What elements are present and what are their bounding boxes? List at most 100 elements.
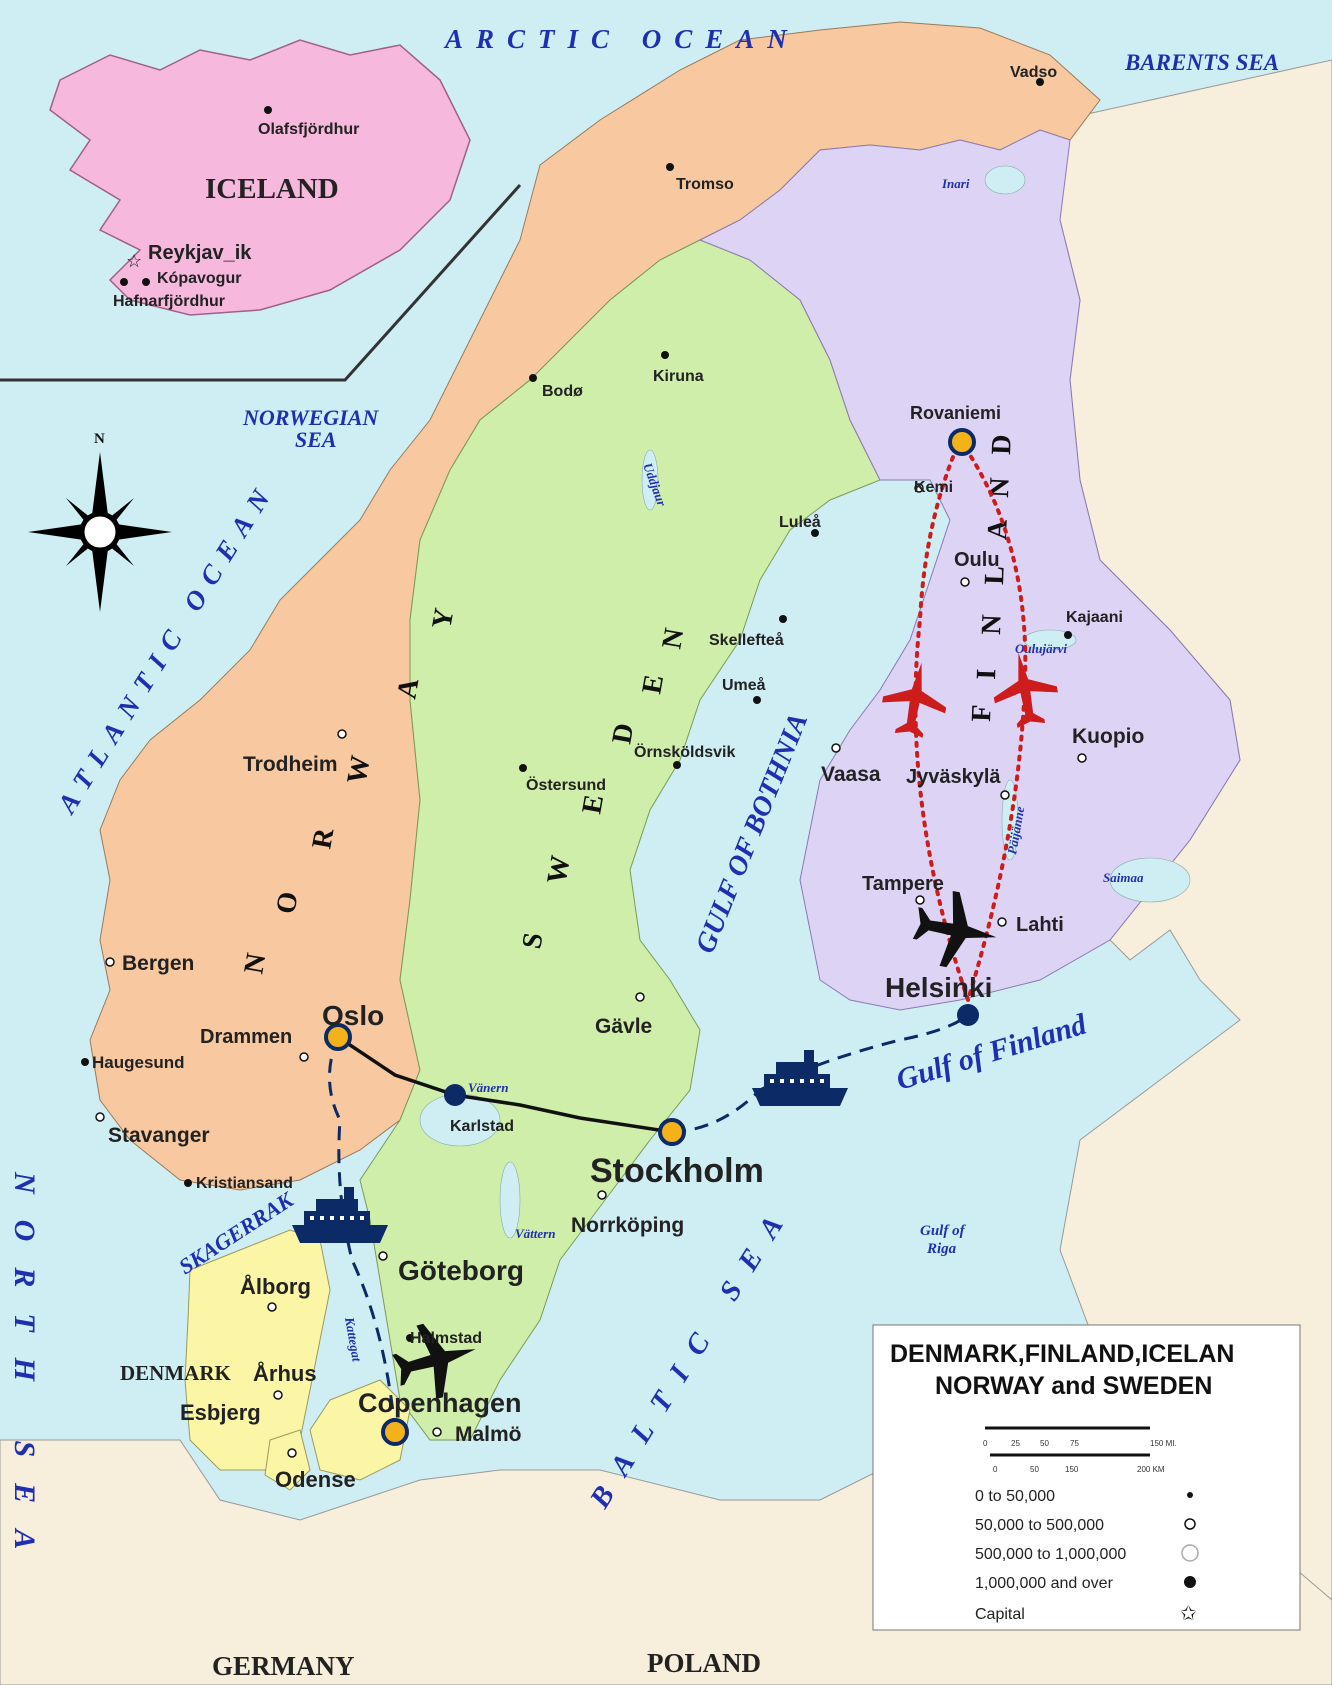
city-label: Tromso	[676, 176, 734, 193]
legend-capital: Capital	[975, 1606, 1025, 1623]
finland-letter: N	[984, 477, 1016, 498]
ocean-label-riga-1: Gulf of	[920, 1223, 967, 1239]
ocean-label-norwegian-2: SEA	[295, 427, 337, 452]
scale-mi-tick: 50	[1040, 1439, 1049, 1448]
legend-pop-3: 500,000 to 1,000,000	[975, 1546, 1126, 1563]
route-stop-oslo	[324, 1023, 352, 1051]
city-dots	[81, 78, 1072, 1342]
city-label: Vaasa	[821, 763, 881, 786]
scale-mi-tick: 150 MI.	[1150, 1439, 1177, 1448]
black-plane-icon	[912, 891, 997, 968]
city-ring	[267, 1302, 277, 1312]
city-label: Århus	[253, 1360, 317, 1386]
city-label: Oslo	[322, 1000, 384, 1031]
iceland-inset-frame	[0, 183, 522, 382]
red-plane-icon	[993, 652, 1058, 728]
finland-letter: F	[966, 704, 998, 722]
city-label: Stockholm	[590, 1152, 764, 1190]
legend-capital-star-icon: ✩	[1180, 1603, 1197, 1625]
ocean-label-arctic: ARCTIC OCEAN	[443, 24, 800, 54]
city-label: Stavanger	[108, 1124, 210, 1147]
city-dot	[666, 163, 674, 171]
route-ferry-stockholm-helsinki	[671, 1013, 969, 1134]
country-label-poland: POLAND	[647, 1648, 761, 1678]
finland-letter: D	[986, 434, 1018, 455]
finland-letter: N	[976, 614, 1008, 635]
city-ring	[299, 1052, 309, 1062]
ocean-label-riga-2: Riga	[926, 1241, 957, 1257]
compass-north-label: N	[94, 431, 105, 447]
finland-letters: F I N L A N D	[966, 434, 1018, 722]
lake-vattern	[499, 1161, 521, 1239]
scale-mi-tick: 75	[1070, 1439, 1079, 1448]
red-plane-icon	[882, 662, 947, 738]
black-plane-icon	[392, 1323, 476, 1400]
ocean-label-norwegian-1: NORWEGIAN	[242, 405, 379, 430]
city-label: Norrköping	[571, 1214, 684, 1237]
legend: DENMARK,FINLAND,ICELAN NORWAY and SWEDEN…	[872, 1324, 1301, 1631]
ferry-ship-icon	[292, 1187, 388, 1243]
city-dot	[753, 696, 761, 704]
norway-letter: O	[270, 889, 304, 916]
route-stop-copenhagen	[381, 1418, 409, 1446]
city-label: Ålborg	[240, 1273, 311, 1299]
finland-letter: I	[971, 668, 1002, 680]
lake-saimaa	[1109, 857, 1191, 903]
city-label: Drammen	[200, 1026, 292, 1048]
scale-mi-tick: 25	[1011, 1439, 1020, 1448]
legend-pop-1: 0 to 50,000	[975, 1488, 1055, 1505]
city-label: Rovaniemi	[910, 403, 1001, 423]
city-label: Esbjerg	[180, 1400, 261, 1425]
city-dot	[779, 615, 787, 623]
city-ring	[1000, 790, 1010, 800]
legend-symbol-double-ring	[1181, 1544, 1199, 1562]
city-ring	[960, 577, 970, 587]
city-label: Hafnarfjördhur	[113, 293, 225, 310]
city-dot	[142, 278, 150, 286]
scale-km-tick: 150	[1065, 1465, 1079, 1474]
city-ring	[337, 729, 347, 739]
city-dot	[661, 351, 669, 359]
city-label: Kuopio	[1072, 725, 1144, 748]
city-label: Tampere	[862, 873, 944, 895]
city-dot	[529, 374, 537, 382]
lake-label-inari: Inari	[941, 176, 970, 191]
city-ring	[914, 483, 924, 493]
city-dot	[811, 529, 819, 537]
sweden-letter: W	[541, 853, 576, 886]
city-ring	[915, 895, 925, 905]
city-label: Copenhagen	[358, 1388, 522, 1418]
ferry-ship-icon	[752, 1050, 848, 1106]
city-label: Kristiansand	[196, 1175, 293, 1192]
lake-label-vanern: Vänern	[468, 1080, 508, 1095]
city-dot	[519, 764, 527, 772]
city-label: Haugesund	[92, 1053, 185, 1072]
city-dot	[406, 1334, 414, 1342]
lake-inari	[984, 165, 1026, 195]
scale-km-tick: 0	[993, 1465, 998, 1474]
city-ring	[997, 917, 1007, 927]
legend-box	[872, 1324, 1301, 1631]
city-label: Kiruna	[653, 368, 704, 385]
legend-pop-4: 1,000,000 and over	[975, 1575, 1114, 1592]
city-label: Örnsköldsvik	[634, 742, 735, 761]
city-label: Göteborg	[398, 1255, 524, 1286]
city-dot	[81, 1058, 89, 1066]
city-label: Skellefteå	[709, 631, 784, 649]
zealand-island	[309, 1379, 411, 1481]
sweden-letter: E	[576, 792, 610, 816]
city-label: Vadso	[1010, 64, 1057, 81]
norway-letters: N O R W A Y	[238, 606, 460, 976]
sweden-letters: S W E D E N	[516, 626, 690, 951]
scale-mi-tick: 0	[983, 1439, 988, 1448]
city-label: Helsinki	[885, 972, 992, 1003]
ocean-label-barents: BARENTS SEA	[1124, 50, 1279, 75]
city-ring	[597, 1190, 607, 1200]
iceland-landmass	[49, 39, 471, 316]
city-ring	[95, 1112, 105, 1122]
city-label: Kajaani	[1066, 609, 1123, 626]
compass-rose-icon	[28, 452, 172, 612]
legend-symbol-large-dot	[1184, 1576, 1196, 1588]
route-stop-stockholm	[658, 1118, 686, 1146]
city-label: Bodø	[542, 383, 583, 400]
